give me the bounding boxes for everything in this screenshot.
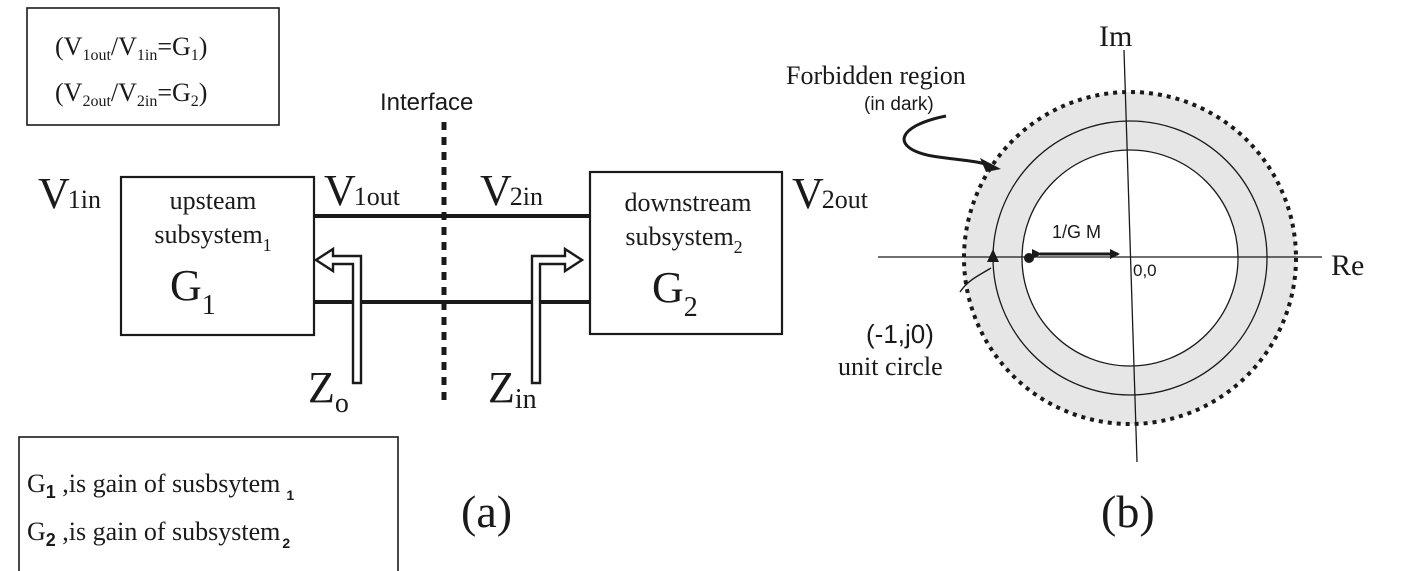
zo-arrow <box>313 246 363 385</box>
figure-label-b: (b) <box>1101 486 1155 537</box>
critical-point-leader <box>959 267 992 293</box>
downstream-line1: downstream <box>624 188 751 217</box>
figure-label-a: (a) <box>461 486 512 537</box>
zo-label: Zo <box>308 363 349 419</box>
upstream-line2: subsystem1 <box>154 220 271 255</box>
downstream-block: downstream subsystem2 G2 <box>588 170 784 336</box>
ratio-box-frame <box>26 7 280 126</box>
nyquist-plot: Im Re 0,0 1/G M (-1,j0) unit circle Forb… <box>786 20 1364 463</box>
upstream-gain: G1 <box>170 261 216 321</box>
gain-margin-label: 1/G M <box>1052 222 1101 242</box>
v2in-label: V2in <box>480 166 543 215</box>
gain-margin-point <box>1024 253 1034 263</box>
forbidden-pointer-curve <box>902 114 993 168</box>
v1in-label: V1in <box>38 169 101 218</box>
downstream-line2: subsystem2 <box>625 222 742 257</box>
forbidden-sublabel: (in dark) <box>864 94 934 115</box>
ratio-line-2: (V2out/V2in=G2) <box>55 78 207 110</box>
forbidden-label: Forbidden region <box>786 61 966 90</box>
downstream-box <box>588 170 784 336</box>
unit-circle-label: unit circle <box>838 352 943 381</box>
upstream-line1: upsteam <box>170 186 257 215</box>
downstream-gain: G2 <box>652 263 698 323</box>
upstream-box <box>119 175 316 337</box>
v2out-label: V2out <box>792 169 869 218</box>
forbidden-region-fill <box>963 92 1296 424</box>
interface-label: Interface <box>380 89 473 116</box>
legend-frame <box>18 436 399 571</box>
v1out-label: V1out <box>324 166 401 215</box>
upstream-block: upsteam subsystem1 G1 <box>119 175 316 337</box>
zin-label: Zin <box>488 363 537 415</box>
ratio-box: (V1out/V1in=G1) (V2out/V2in=G2) <box>26 7 280 126</box>
critical-point-label: (-1,j0) <box>866 319 934 349</box>
forbidden-pointer-head <box>980 158 1001 172</box>
zin-arrow <box>530 246 585 385</box>
forbidden-boundary <box>962 90 1298 426</box>
critical-point-marker <box>987 249 999 262</box>
ratio-line-1: (V1out/V1in=G1) <box>55 32 207 64</box>
axis-re-label: Re <box>1331 249 1364 282</box>
origin-label: 0,0 <box>1133 261 1157 280</box>
axis-im-label: Im <box>1099 20 1132 53</box>
imag-axis <box>1123 49 1138 463</box>
